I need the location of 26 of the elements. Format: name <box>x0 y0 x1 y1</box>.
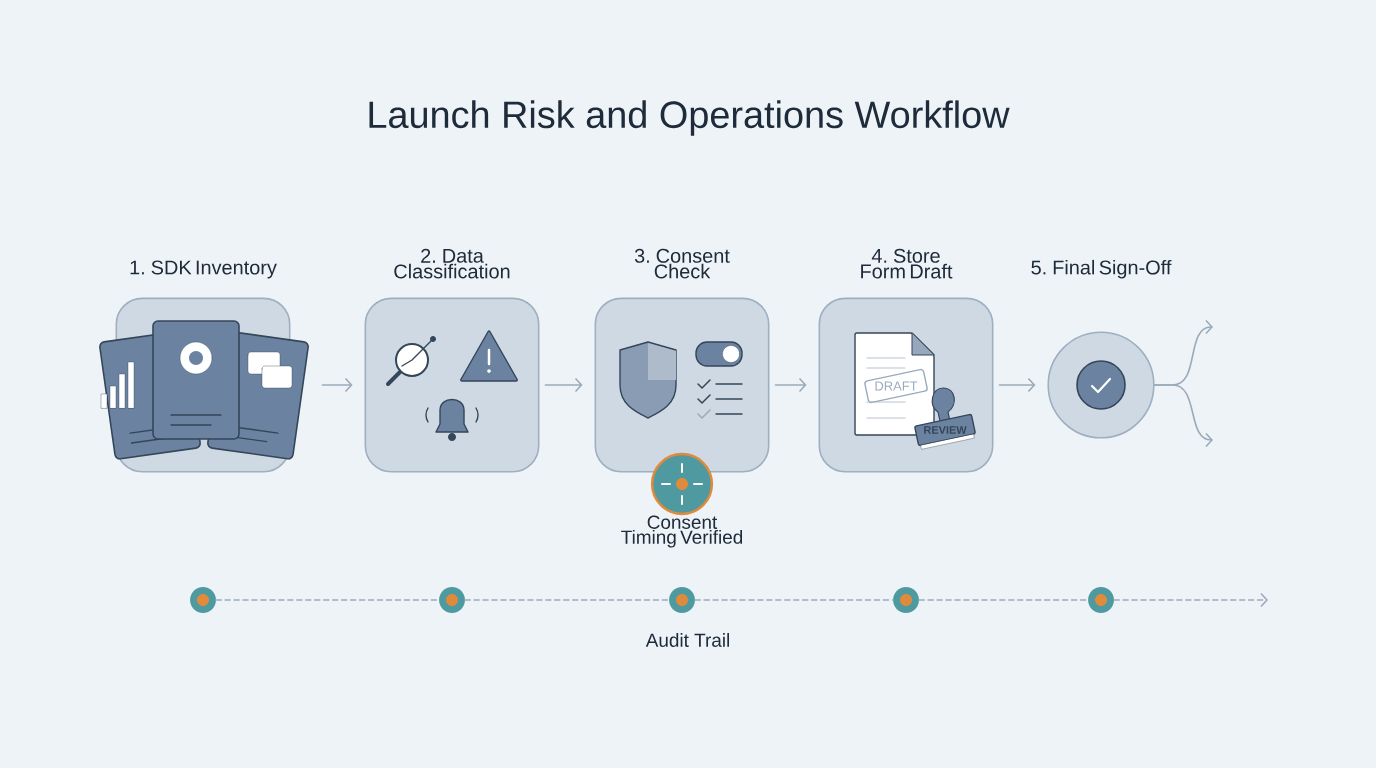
step-heading: 3. Consent Check <box>634 248 730 279</box>
badge-caption: Consent Timing Verified <box>621 515 743 548</box>
stamped-document-drawing: DRAFT REVIEW <box>854 332 976 450</box>
arrow <box>998 377 1036 393</box>
title: Launch Risk and Operations Workflow <box>369 100 1010 136</box>
dashed-connector <box>215 599 440 601</box>
timeline-dot <box>190 587 216 613</box>
step-heading: 4. Store Form Draft <box>861 248 953 279</box>
label: DRAFT <box>875 381 918 391</box>
timeline-dot <box>893 587 919 613</box>
timeline-dot <box>439 587 465 613</box>
arrow <box>774 377 807 393</box>
timeline-label: Audit Trail <box>645 633 729 647</box>
dashed-connector <box>694 599 894 601</box>
label: REVIEW <box>924 426 967 434</box>
dashed-connector <box>464 599 670 601</box>
step-heading: 1. SDK Inventory <box>130 260 277 279</box>
timeline-dot <box>669 587 695 613</box>
arrow <box>321 377 353 393</box>
dashed-connector <box>1113 592 1269 608</box>
arrow <box>544 377 583 393</box>
timeline-dot <box>1088 587 1114 613</box>
arrow <box>1153 384 1213 448</box>
step-heading: 5. Final Sign-Off <box>1031 259 1172 279</box>
dashed-connector <box>918 599 1089 601</box>
step-heading: 2. Data Classification <box>394 248 510 279</box>
